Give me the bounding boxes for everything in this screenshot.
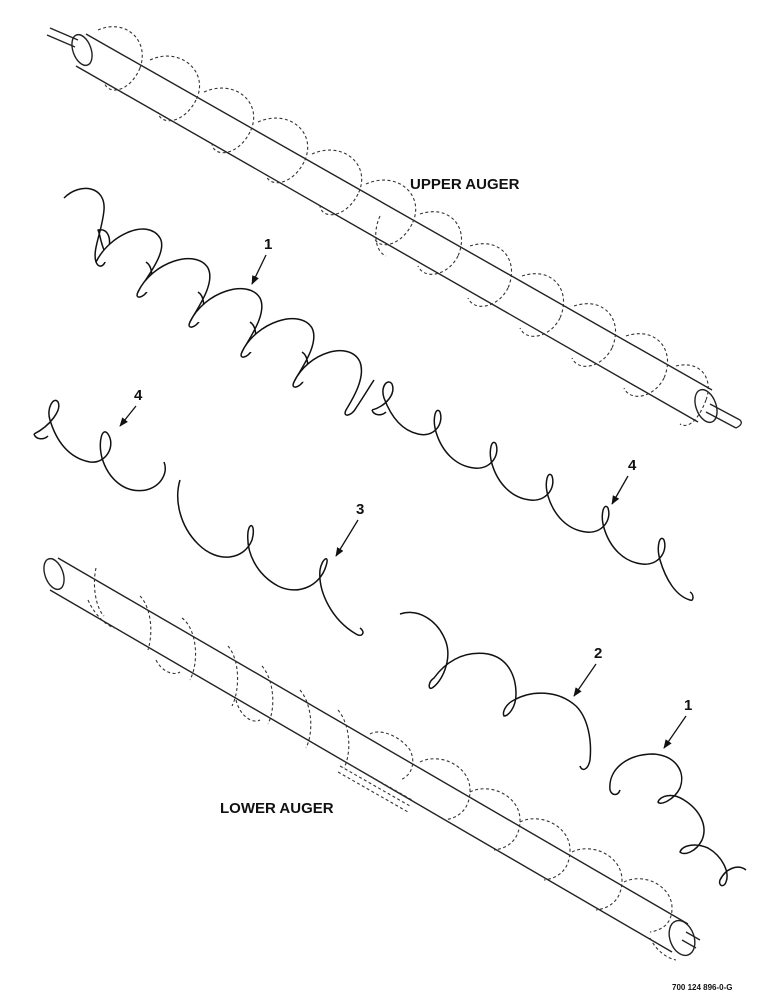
drawing-number: 700 124 896-0-G [672,983,733,992]
flight-part-2 [399,611,592,771]
lower-auger-flight-outlines [87,567,677,961]
callout-1-upper: 1 [251,236,272,285]
flight-part-4-right [371,381,694,602]
lower-auger-tube-bottom-edge [49,589,673,953]
upper-auger-shaft-stub-right [735,419,742,429]
upper-auger-tube-end-left [71,33,93,67]
upper-auger-label: UPPER AUGER [410,176,520,193]
callout-leader-arrow [663,715,687,749]
callout-3: 3 [335,501,364,557]
upper-auger-shaft-stub-right [709,403,741,421]
callout-number: 4 [628,457,637,474]
upper-auger-tube-bottom-edge [75,65,699,423]
lower-auger-tube-top-edge [57,557,689,925]
flight-part-1-upper [63,187,375,416]
upper-auger [46,26,742,429]
callout-number: 2 [594,645,602,662]
callout-number: 1 [684,697,692,714]
callout-1-lower: 1 [663,697,692,749]
callout-leader-arrow [119,405,137,427]
callout-leader-arrow [251,254,267,285]
callout-4-left: 4 [119,387,143,427]
lower-auger-label: LOWER AUGER [220,800,334,817]
upper-auger-flight-outlines [97,26,709,426]
upper-auger-shaft-stub-right [705,411,737,429]
flight-part-3 [177,479,364,637]
callout-number: 3 [356,501,364,518]
callout-leader-arrow [611,475,629,505]
upper-auger-shaft-stub-left [46,34,76,48]
lower-auger-tube-end-left [43,557,65,591]
lower-auger-tube-end-right [668,919,696,957]
callout-2: 2 [573,645,602,697]
callout-leader-arrow [573,663,597,697]
lower-auger-shaft-stub-right [685,931,701,941]
lower-auger [43,557,701,961]
callout-4-right: 4 [611,457,637,505]
upper-auger-tube-top-edge [85,33,713,391]
flight-part-1-lower [609,753,747,887]
lower-auger-shaft-stub-right [681,939,697,949]
upper-auger-tube-end-right [694,388,718,424]
callout-number: 4 [134,387,143,404]
callout-number: 1 [264,236,272,253]
lower-auger-key-slot [337,759,413,813]
flight-part-4-left [33,399,166,492]
callout-leader-arrow [335,519,359,557]
